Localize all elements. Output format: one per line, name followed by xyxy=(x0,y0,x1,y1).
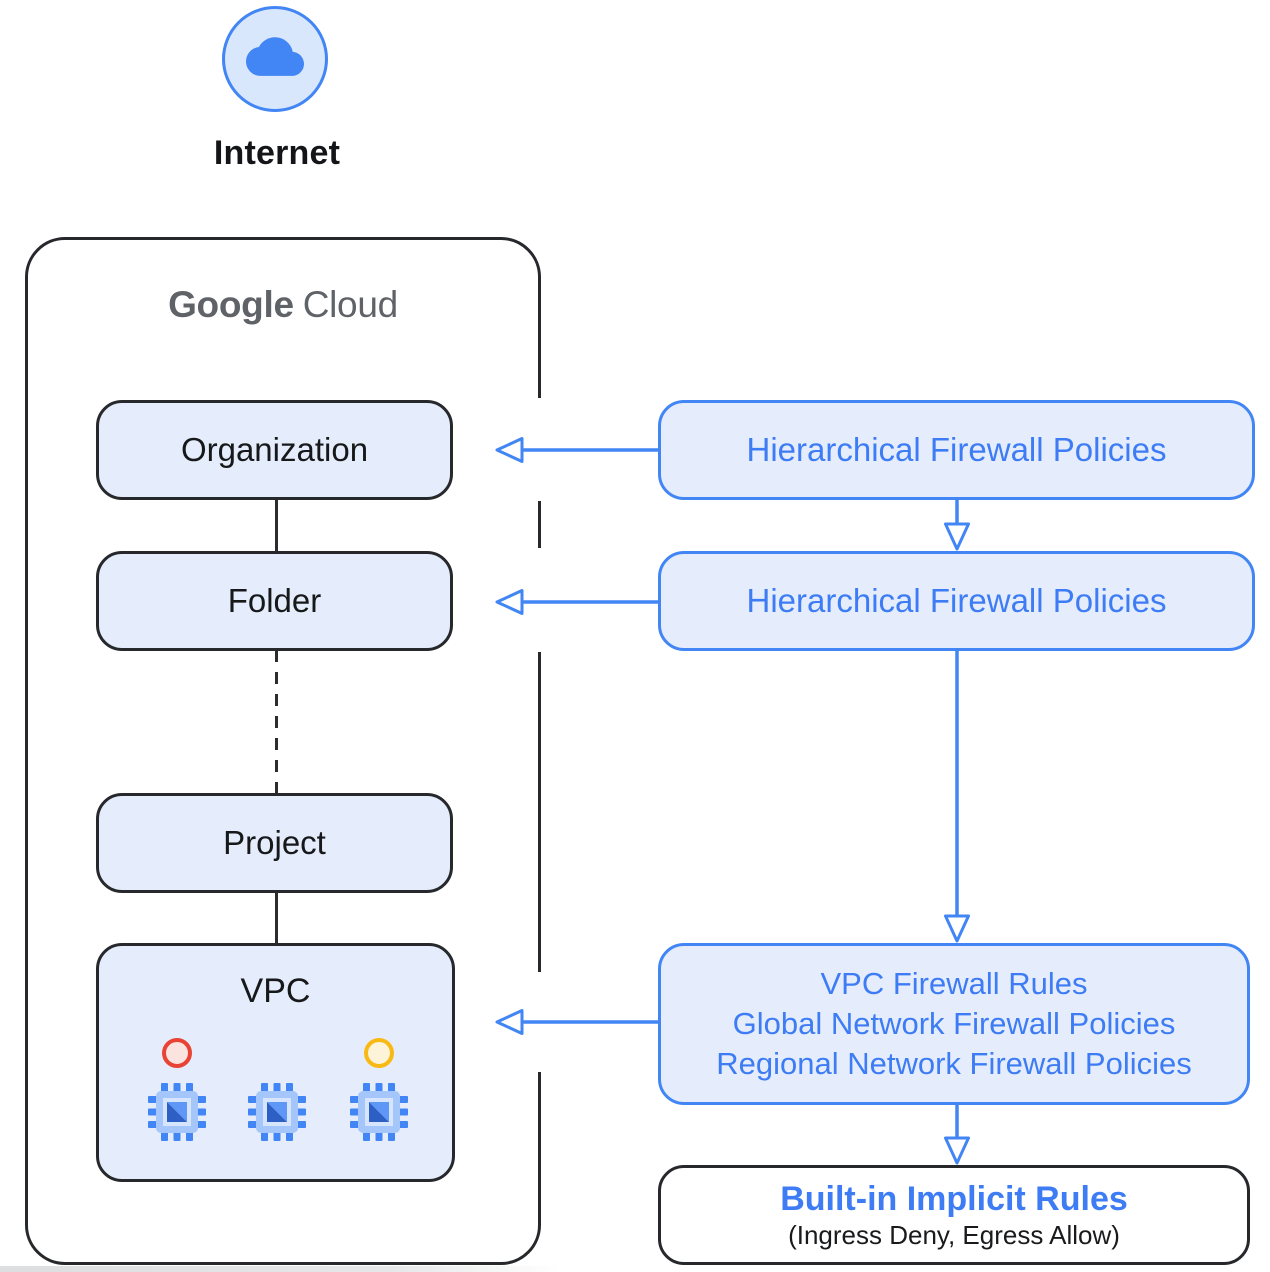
vpc-rules-line-2: Global Network Firewall Policies xyxy=(732,1006,1176,1041)
connector-project-vpc xyxy=(275,893,278,944)
policy-box-hierarchical-org: Hierarchical Firewall Policies xyxy=(658,400,1255,500)
arrow-left-to-vpc-icon xyxy=(494,1006,660,1043)
arrow-left-to-organization-icon xyxy=(494,434,660,471)
policy-box-hierarchical-folder: Hierarchical Firewall Policies xyxy=(658,551,1255,651)
compute-vm-icon xyxy=(148,1083,206,1141)
implicit-rules-subtitle: (Ingress Deny, Egress Allow) xyxy=(788,1220,1120,1250)
compute-vm-icon xyxy=(248,1083,306,1141)
node-organization-label: Organization xyxy=(180,431,369,468)
red-status-dot-icon xyxy=(162,1038,192,1068)
cloud-icon xyxy=(246,30,304,88)
arrow-down-org-to-folder-policy-icon xyxy=(941,500,973,557)
internet-node xyxy=(222,6,328,112)
google-cloud-logo-google: Google xyxy=(168,284,294,325)
page-edge-shadow xyxy=(0,1266,560,1272)
node-organization: Organization xyxy=(96,400,453,500)
vpc-rules-line-3: Regional Network Firewall Policies xyxy=(716,1046,1192,1081)
node-folder-label: Folder xyxy=(227,582,322,619)
arrow-down-vpc-rules-to-implicit-icon xyxy=(941,1105,973,1171)
google-cloud-logo-cloud: Cloud xyxy=(302,284,398,325)
implicit-rules-box: Built-in Implicit Rules (Ingress Deny, E… xyxy=(658,1165,1250,1265)
node-project: Project xyxy=(96,793,453,893)
arrow-left-to-folder-icon xyxy=(494,586,660,623)
node-project-label: Project xyxy=(223,824,326,861)
arrow-down-folder-policy-to-vpc-rules-icon xyxy=(941,651,973,949)
connector-folder-project-dashed xyxy=(275,650,278,794)
policy-box-hierarchical-org-label: Hierarchical Firewall Policies xyxy=(746,431,1167,468)
node-folder: Folder xyxy=(96,551,453,651)
vpc-rules-line-1: VPC Firewall Rules xyxy=(820,966,1088,1001)
yellow-status-dot-icon xyxy=(364,1038,394,1068)
container-border-gap xyxy=(534,548,548,652)
compute-vm-icon xyxy=(350,1083,408,1141)
policy-box-hierarchical-folder-label: Hierarchical Firewall Policies xyxy=(746,582,1167,619)
node-vpc: VPC xyxy=(96,943,455,1182)
policy-box-vpc-rules: VPC Firewall Rules Global Network Firewa… xyxy=(658,943,1250,1105)
internet-label: Internet xyxy=(213,134,341,172)
connector-org-folder xyxy=(275,500,278,552)
node-vpc-label: VPC xyxy=(240,972,311,1010)
implicit-rules-title: Built-in Implicit Rules xyxy=(780,1180,1128,1218)
